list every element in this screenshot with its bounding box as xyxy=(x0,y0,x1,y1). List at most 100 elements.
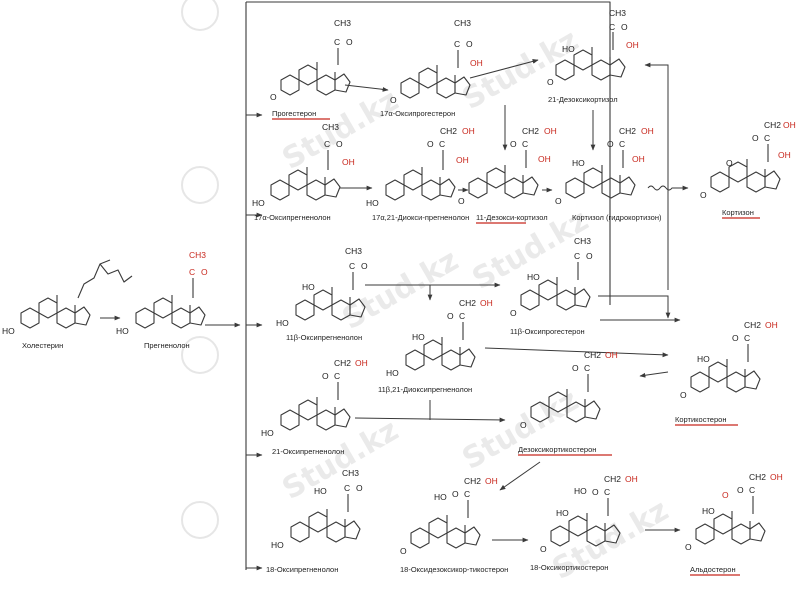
watermark-text: Stud.kz xyxy=(277,83,405,177)
svg-text:C: C xyxy=(764,133,770,143)
reaction-arrow xyxy=(644,62,669,290)
svg-text:O: O xyxy=(726,158,733,168)
svg-text:O: O xyxy=(270,92,277,102)
svg-text:C: C xyxy=(464,489,470,499)
svg-text:CH2: CH2 xyxy=(764,120,781,130)
compound-label: 18-Оксикортикостерон xyxy=(530,563,608,572)
compound-label: Дезоксикортикостерон xyxy=(518,445,596,454)
svg-text:O: O xyxy=(752,133,759,143)
svg-text:O: O xyxy=(555,196,562,206)
compound-18-oxycorticosterone: O HO HO C O CH2 OH 18-Оксикортикостерон xyxy=(530,474,638,572)
svg-text:O: O xyxy=(547,77,554,87)
svg-text:HO: HO xyxy=(366,198,379,208)
pathway-frame xyxy=(246,1,611,305)
svg-text:HO: HO xyxy=(556,508,569,518)
svg-text:O: O xyxy=(427,139,434,149)
svg-text:C: C xyxy=(574,251,580,261)
compound-label: 21-Дезоксикортизол xyxy=(548,95,618,104)
svg-text:C: C xyxy=(459,311,465,321)
compound-label: 17α-Оксипрогестерон xyxy=(380,109,455,118)
svg-text:O: O xyxy=(458,196,465,206)
compound-18-oxypregnenolone: HO HO C O CH3 18-Оксипрегненолон xyxy=(266,468,363,574)
svg-text:OH: OH xyxy=(485,476,498,486)
compound-deoxycorticosterone: O C O CH2 OH Дезоксикортикостерон xyxy=(518,350,618,456)
svg-text:HO: HO xyxy=(702,506,715,516)
svg-text:O: O xyxy=(680,390,687,400)
compound-label: Кортизон xyxy=(722,208,754,217)
compound-11b21-dioxypregnenolone: HO HO C O CH2 OH 11β,21-Диоксипрегненоло… xyxy=(378,298,493,394)
svg-text:O: O xyxy=(322,371,329,381)
compound-18-oxydeoxycorticosterone: O HO C O CH2 OH 18-Оксидезоксикор-тикост… xyxy=(400,476,508,574)
svg-text:OH: OH xyxy=(770,472,783,482)
compound-label: 17α,21-Диокси-прегненолон xyxy=(372,213,469,222)
compound-label: 11β-Оксипрегненолон xyxy=(286,333,362,342)
svg-text:C: C xyxy=(604,487,610,497)
svg-text:O: O xyxy=(732,333,739,343)
svg-text:CH3: CH3 xyxy=(322,122,339,132)
svg-text:CH2: CH2 xyxy=(334,358,351,368)
svg-text:O: O xyxy=(346,37,353,47)
svg-text:O: O xyxy=(452,489,459,499)
svg-text:CH3: CH3 xyxy=(574,236,591,246)
reaction-arrow xyxy=(598,295,671,319)
svg-text:HO: HO xyxy=(386,368,399,378)
compound-label: 17α-Оксипрегненолон xyxy=(254,213,331,222)
svg-text:C: C xyxy=(334,371,340,381)
compound-11-deoxycortisol: O C O CH2 OH OH 11-Дезокси-кортизол xyxy=(458,126,557,224)
compound-label: 18-Оксидезоксикор-тикостерон xyxy=(400,565,508,574)
svg-text:O: O xyxy=(510,139,517,149)
compound-cortisol: O HO C O CH2 OH OH Кортизол (гидрокортиз… xyxy=(555,126,662,222)
svg-text:HO: HO xyxy=(697,354,710,364)
compound-aldosterone: O HO O C O CH2 OH Альдостерон xyxy=(685,472,783,576)
compound-label: Прогестерон xyxy=(272,109,316,118)
svg-text:HO: HO xyxy=(276,318,289,328)
svg-text:O: O xyxy=(400,546,407,556)
svg-text:C: C xyxy=(334,37,340,47)
svg-text:HO: HO xyxy=(527,272,540,282)
compound-17a21-dioxypregnenolone: HO C O CH2 OH OH 17α,21-Диокси-прегненол… xyxy=(366,126,475,222)
svg-text:C: C xyxy=(749,485,755,495)
branch-arrows xyxy=(205,112,263,571)
compound-pregnenolone: HO C O CH3 Прегненолон xyxy=(116,250,208,350)
svg-text:OH: OH xyxy=(605,350,618,360)
svg-text:OH: OH xyxy=(480,298,493,308)
compound-corticosterone: O HO C O CH2 OH Кортикостерон xyxy=(675,320,778,426)
svg-text:O: O xyxy=(361,261,368,271)
svg-text:OH: OH xyxy=(342,157,355,167)
svg-text:O: O xyxy=(685,542,692,552)
svg-text:HO: HO xyxy=(434,492,447,502)
svg-text:HO: HO xyxy=(314,486,327,496)
svg-text:C: C xyxy=(744,333,750,343)
svg-text:O: O xyxy=(447,311,454,321)
compound-label: 18-Оксипрегненолон xyxy=(266,565,338,574)
svg-text:C: C xyxy=(609,22,615,32)
reaction-arrow xyxy=(469,59,539,79)
svg-text:CH3: CH3 xyxy=(189,250,206,260)
compound-17a-oxypregnenolone: HO C O CH3 OH 17α-Оксипрегненолон xyxy=(252,122,355,222)
watermark-text: Stud.kz xyxy=(337,243,465,337)
compound-cholesterol: HO Холестерин xyxy=(2,259,133,350)
svg-text:C: C xyxy=(439,139,445,149)
reaction-arrow xyxy=(344,84,389,92)
compound-progesterone: O C O CH3 Прогестерон xyxy=(270,18,353,120)
compound-label: Кортикостерон xyxy=(675,415,726,424)
svg-text:HO: HO xyxy=(412,332,425,342)
svg-text:CH2: CH2 xyxy=(522,126,539,136)
compound-label: Прегненолон xyxy=(144,341,190,350)
reaction-arrow xyxy=(484,347,669,358)
svg-text:CH3: CH3 xyxy=(454,18,471,28)
compound-label: Альдостерон xyxy=(690,565,736,574)
svg-text:O: O xyxy=(572,363,579,373)
svg-text:O: O xyxy=(592,487,599,497)
svg-text:C: C xyxy=(454,39,460,49)
svg-text:CH2: CH2 xyxy=(744,320,761,330)
svg-text:O: O xyxy=(722,490,729,500)
watermark-text: Stud.kz xyxy=(547,493,675,587)
reaction-arrow xyxy=(639,371,669,378)
svg-text:CH2: CH2 xyxy=(584,350,601,360)
svg-text:O: O xyxy=(201,267,208,277)
svg-text:HO: HO xyxy=(574,486,587,496)
svg-text:CH3: CH3 xyxy=(342,468,359,478)
svg-text:OH: OH xyxy=(456,155,469,165)
